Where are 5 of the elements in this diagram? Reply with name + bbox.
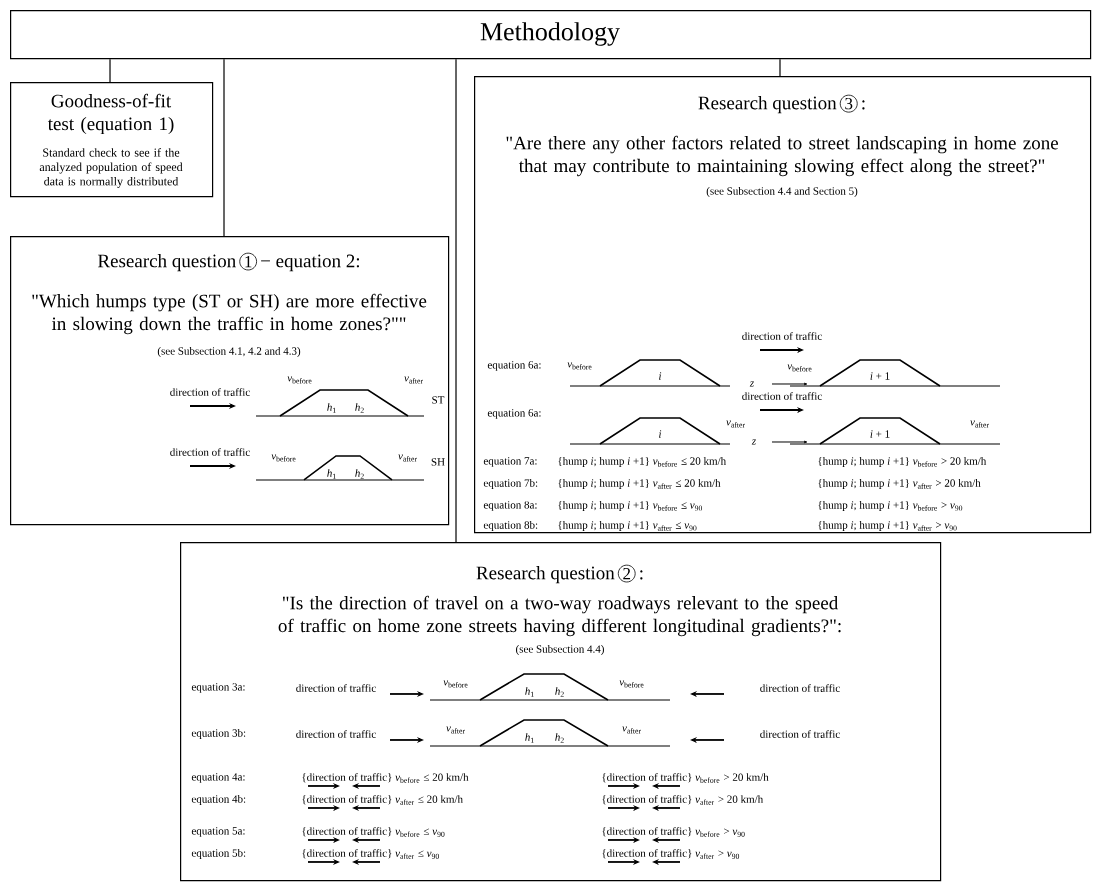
methodology-box: Methodology <box>10 10 1092 60</box>
connector-line <box>223 58 225 237</box>
connector-line <box>109 58 111 83</box>
connector-line <box>779 58 781 77</box>
connector-line <box>455 58 457 543</box>
